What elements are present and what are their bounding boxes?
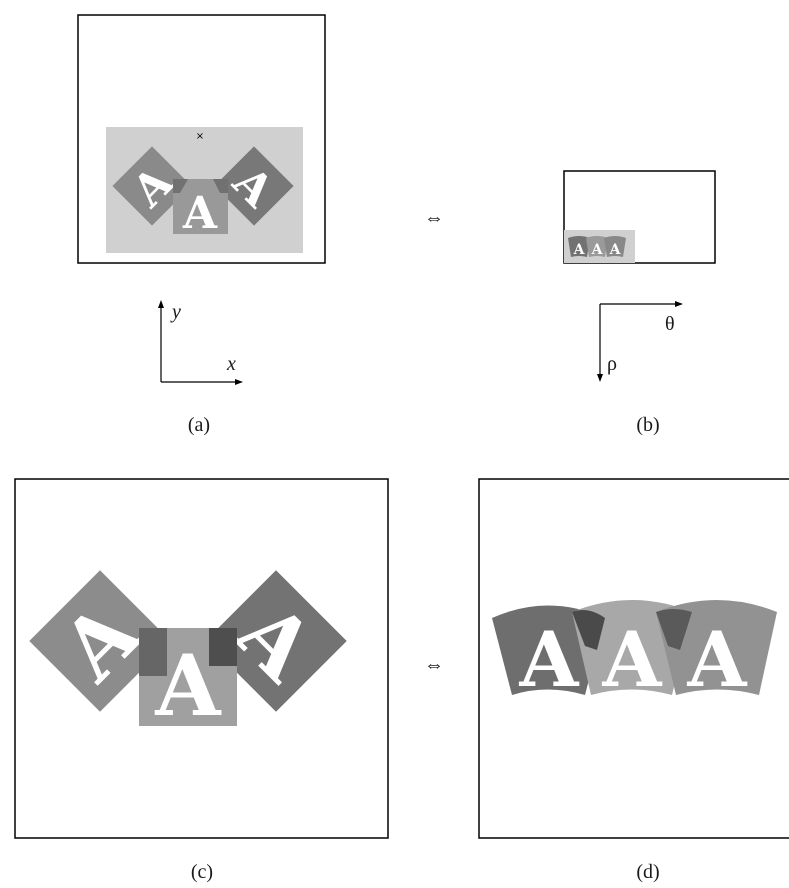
panel-a-overlap-left — [173, 179, 188, 193]
panel-b-caption: (b) — [636, 414, 659, 436]
panel-a: A A A × — [77, 14, 326, 264]
panel-d-letter-1: A — [519, 615, 580, 704]
panel-d: A A A — [478, 478, 789, 839]
panel-b-axis-theta-label: θ — [665, 313, 675, 335]
panel-c-overlap-left — [139, 628, 167, 676]
panel-b-axes: θ ρ — [597, 301, 683, 382]
panel-a-center-letter: A — [182, 188, 218, 239]
panel-b-left-fan — [568, 236, 590, 257]
panel-c-caption: (c) — [191, 861, 213, 883]
panel-c: A A A — [14, 478, 389, 839]
panel-d-letter-2: A — [602, 615, 663, 704]
panel-a-caption: (a) — [188, 414, 210, 436]
panel-b-mid-fan — [586, 236, 608, 257]
panel-d-caption: (d) — [636, 861, 659, 883]
panel-b-axis-rho-label: ρ — [607, 353, 617, 375]
panel-c-overlap-right — [209, 628, 237, 666]
panel-a-axes: y x — [158, 300, 243, 385]
panel-b-right-fan — [604, 236, 626, 257]
panel-d-overlap-right — [656, 609, 692, 650]
panel-a-center-point: × — [196, 131, 204, 142]
panel-a-axis-y-label: y — [170, 301, 181, 323]
panel-b: A A A — [563, 170, 716, 264]
equivalence-symbol-top: ⇔ — [424, 207, 444, 229]
panel-a-axis-x-label: x — [226, 353, 236, 375]
panel-a-overlap-right — [213, 179, 228, 193]
panel-d-letter-3: A — [687, 615, 748, 704]
panel-d-overlap-left — [572, 610, 605, 650]
panel-b-letter-1: A — [573, 242, 586, 258]
equivalence-symbol-bottom: ⇔ — [424, 654, 444, 676]
panel-b-letter-2: A — [591, 242, 604, 258]
panel-b-letter-3: A — [609, 242, 622, 258]
